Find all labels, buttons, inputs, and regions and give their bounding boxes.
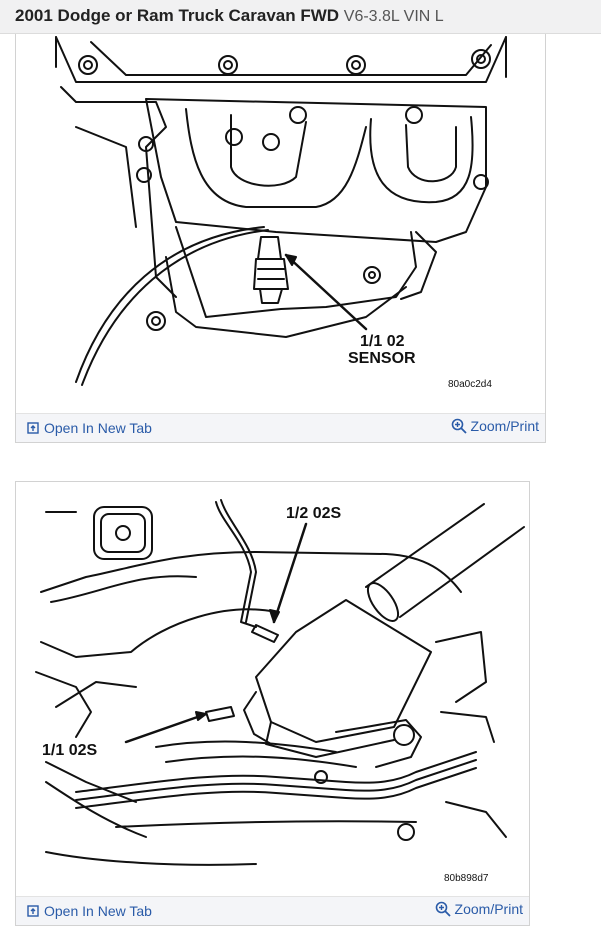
diagram-card-oxygen-sensor-2: 1/2 02S 1/1 02S 80b898d7 Open In New Tab…	[15, 481, 530, 926]
open-in-new-tab-icon	[27, 422, 39, 434]
zoom-print-label: Zoom/Print	[470, 418, 539, 434]
open-in-new-tab-link-1[interactable]: Open In New Tab	[27, 420, 152, 436]
callout-1-2-o2s: 1/2 02S	[286, 505, 341, 522]
exhaust-manifold-diagram: 1/1 02 SENSOR 80a0c2d4	[55, 36, 507, 390]
diagram-card-oxygen-sensor-1: 1/1 02 SENSOR 80a0c2d4 Open In New Tab Z…	[15, 26, 546, 443]
open-in-new-tab-link-2[interactable]: Open In New Tab	[27, 903, 152, 919]
callout-1-1-o2s: 1/1 02S	[42, 742, 97, 759]
callout-sensor: SENSOR	[348, 350, 416, 367]
figure-toolbar-1: Open In New Tab Zoom/Print	[16, 413, 545, 442]
vehicle-title: 2001 Dodge or Ram Truck Caravan FWD	[15, 6, 340, 25]
callout-1-1-o2: 1/1 02	[360, 333, 405, 350]
figure-code-2: 80b898d7	[444, 873, 489, 884]
open-in-new-tab-label: Open In New Tab	[44, 903, 152, 919]
zoom-print-link-2[interactable]: Zoom/Print	[435, 901, 523, 917]
zoom-icon	[451, 418, 467, 434]
figure-code-1: 80a0c2d4	[448, 379, 492, 390]
open-in-new-tab-label: Open In New Tab	[44, 420, 152, 436]
engine-spec: V6-3.8L VIN L	[343, 8, 444, 25]
open-in-new-tab-icon	[27, 905, 39, 917]
zoom-print-label: Zoom/Print	[454, 901, 523, 917]
zoom-print-link-1[interactable]: Zoom/Print	[451, 418, 539, 434]
catalytic-converter-diagram: 1/2 02S 1/1 02S 80b898d7	[35, 499, 525, 884]
figure-toolbar-2: Open In New Tab Zoom/Print	[16, 896, 529, 925]
zoom-icon	[435, 901, 451, 917]
page-header: 2001 Dodge or Ram Truck Caravan FWD V6-3…	[0, 0, 601, 34]
